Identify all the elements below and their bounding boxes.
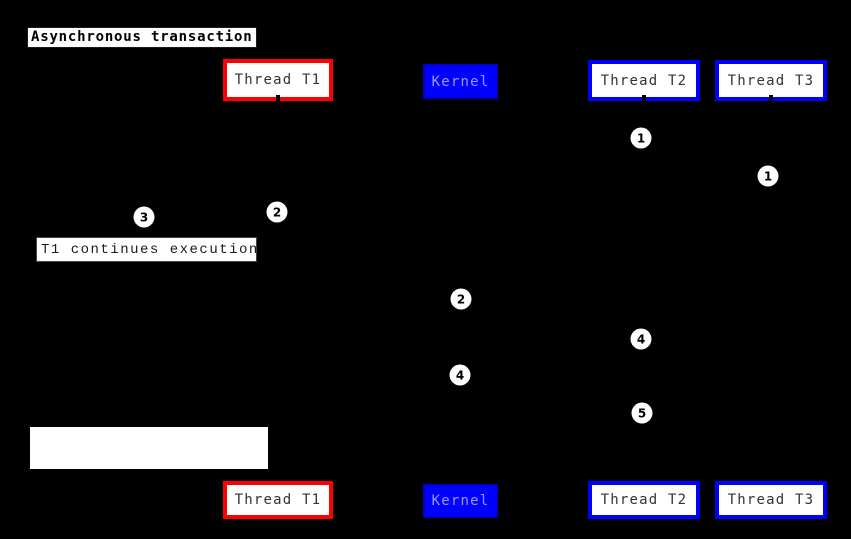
- note-text: T1 continues execution: [41, 241, 259, 258]
- sequence-step-marker: 1: [630, 127, 652, 149]
- sequence-step-marker: 2: [266, 201, 288, 223]
- participant-label: Thread T3: [727, 492, 815, 508]
- participant-kernel-bottom: Kernel: [423, 484, 498, 518]
- sequence-step-marker: 3: [133, 206, 155, 228]
- participant-thread-t1-top: Thread T1: [223, 59, 333, 101]
- participant-label: Thread T3: [727, 72, 815, 89]
- sequence-step-marker: 4: [449, 364, 471, 386]
- participant-label: Thread T2: [600, 72, 688, 89]
- participant-label: Kernel: [431, 73, 490, 90]
- sequence-step-marker: 4: [630, 328, 652, 350]
- sequence-step-marker: 2: [450, 288, 472, 310]
- participant-label: Kernel: [431, 493, 490, 509]
- participant-thread-t3-bottom: Thread T3: [715, 481, 827, 519]
- participant-label: Thread T1: [234, 72, 322, 88]
- participant-label: Thread T1: [234, 492, 322, 508]
- lifeline-notch-icon: [642, 95, 646, 102]
- participant-thread-t1-bottom: Thread T1: [223, 481, 333, 519]
- sequence-step-marker: 5: [631, 402, 653, 424]
- note-blank: [30, 427, 268, 469]
- note-t1-continues-execution: T1 continues execution: [36, 237, 257, 262]
- lifeline-notch-icon: [276, 95, 280, 102]
- participant-kernel-top: Kernel: [423, 64, 498, 99]
- lifeline-notch-icon: [769, 95, 773, 102]
- sequence-step-marker: 1: [757, 165, 779, 187]
- diagram-title: Asynchronous transaction: [27, 27, 257, 48]
- participant-label: Thread T2: [600, 492, 688, 508]
- participant-thread-t3-top: Thread T3: [715, 60, 827, 101]
- participant-thread-t2-bottom: Thread T2: [588, 481, 700, 519]
